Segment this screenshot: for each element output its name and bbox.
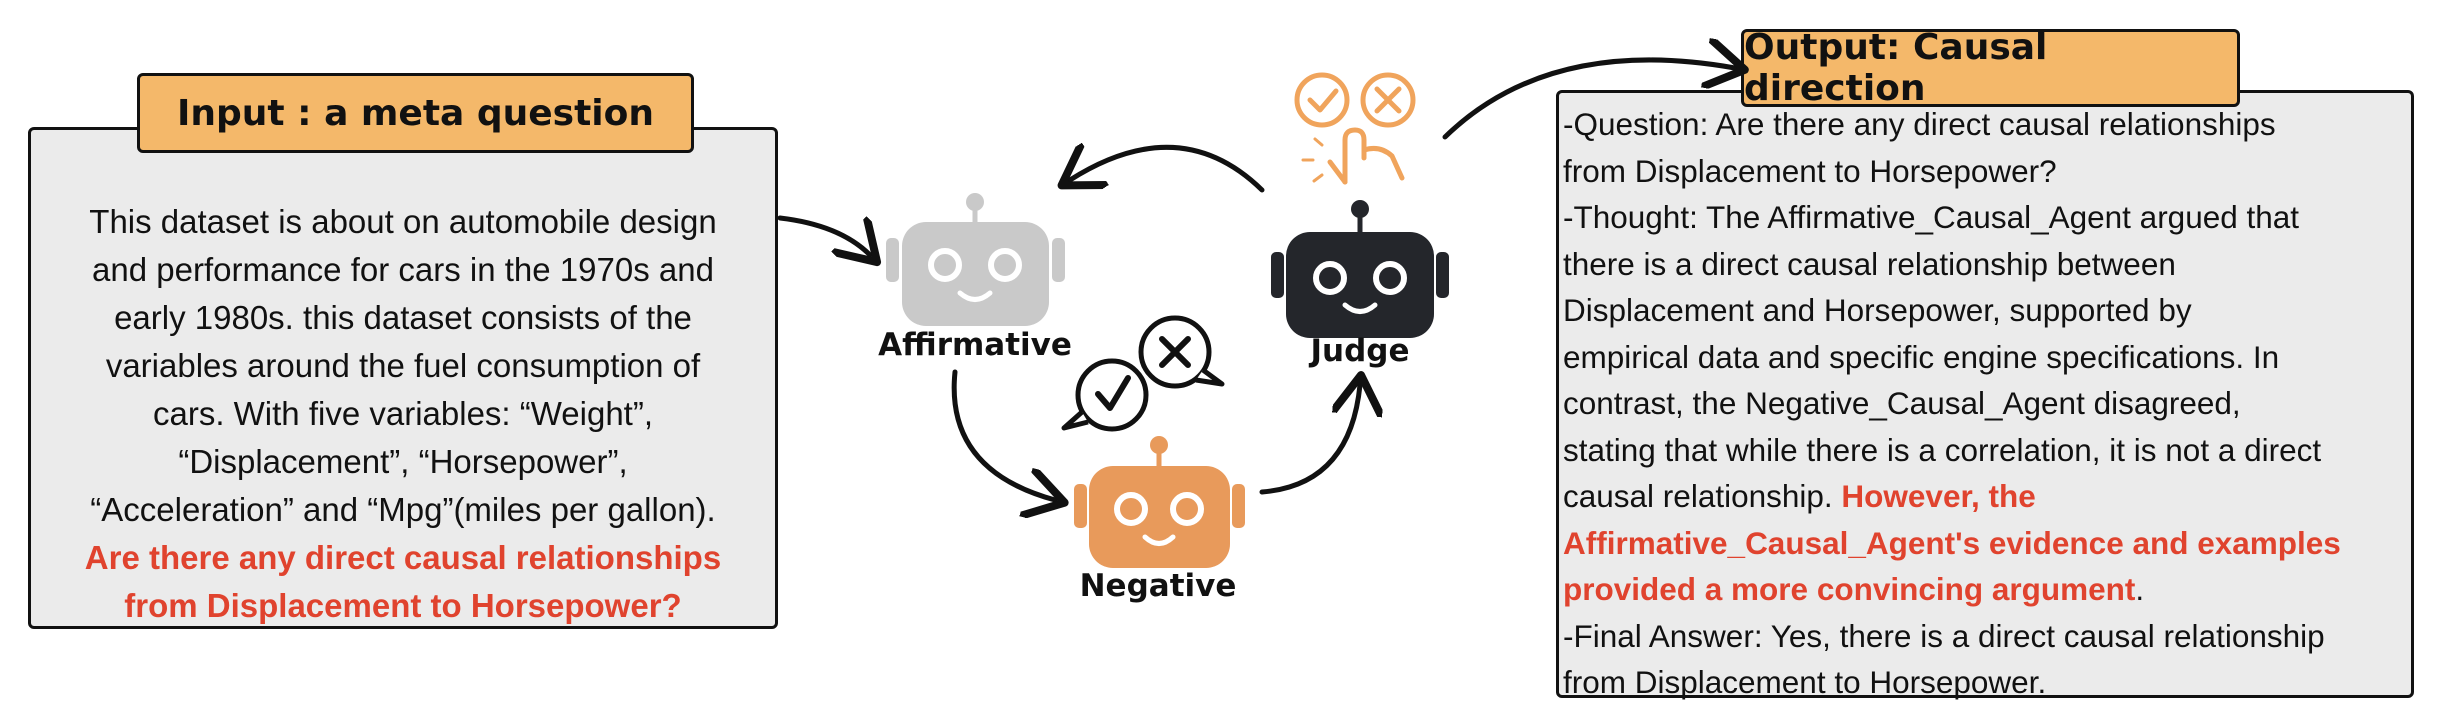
output-line: -Question: Are there any direct causal r… bbox=[1563, 106, 2276, 142]
output-final-line: -Final Answer: Yes, there is a direct ca… bbox=[1563, 617, 2325, 654]
check-mark-icon bbox=[1061, 358, 1149, 432]
output-line: stating that while there is a correlatio… bbox=[1563, 431, 2322, 468]
input-line: and performance for cars in the 1970s an… bbox=[92, 251, 714, 288]
judge-to-affirmative-arrow bbox=[1070, 147, 1265, 193]
input-line: early 1980s. this dataset consists of th… bbox=[114, 299, 692, 336]
affirmative-to-negative-arrow bbox=[951, 369, 1055, 500]
input-title: Input : a meta question bbox=[137, 73, 694, 153]
approve-reject-hand-icon bbox=[1294, 72, 1416, 185]
output-line: from Displacement to Horsepower? bbox=[1563, 152, 2057, 189]
negative-robot-icon bbox=[1074, 436, 1245, 568]
output-line-suffix: . bbox=[2135, 571, 2145, 607]
negative-label: Negative bbox=[1079, 568, 1237, 604]
output-line: Displacement and Horsepower, supported b… bbox=[1563, 292, 2192, 328]
output-line: -Thought: The Affirmative_Causal_Agent a… bbox=[1563, 199, 2300, 235]
judge-robot-icon bbox=[1271, 200, 1449, 338]
input-question-line: from Displacement to Horsepower? bbox=[124, 587, 682, 624]
affirmative-label: Affirmative bbox=[878, 327, 1072, 363]
output-line: provided a more convincing argument. bbox=[1563, 566, 2413, 613]
output-highlight: provided a more convincing argument bbox=[1563, 571, 2136, 607]
input-to-affirmative-arrow bbox=[777, 215, 870, 255]
input-panel: This dataset is about on automobile desi… bbox=[28, 127, 778, 629]
output-line: contrast, the Negative_Causal_Agent disa… bbox=[1563, 385, 2241, 421]
input-text: This dataset is about on automobile desi… bbox=[31, 198, 775, 630]
output-highlight-line: Affirmative_Causal_Agent's evidence and … bbox=[1563, 524, 2341, 561]
input-line: cars. With five variables: “Weight”, bbox=[152, 395, 654, 432]
output-final-line: from Displacement to Horsepower. bbox=[1563, 664, 2047, 700]
output-title: Output: Causal direction bbox=[1741, 27, 2240, 109]
output-line: empirical data and specific engine speci… bbox=[1563, 338, 2280, 375]
output-text: -Question: Are there any direct causal r… bbox=[1563, 101, 2413, 706]
affirmative-robot-icon bbox=[886, 193, 1065, 326]
output-highlight: However, the bbox=[1841, 478, 2036, 514]
cross-mark-icon bbox=[1138, 315, 1225, 389]
output-line: causal relationship. However, the bbox=[1563, 473, 2413, 520]
input-line: “Acceleration” and “Mpg”(miles per gallo… bbox=[90, 491, 716, 528]
output-panel: -Question: Are there any direct causal r… bbox=[1556, 90, 2414, 700]
input-line: This dataset is about on automobile desi… bbox=[89, 203, 717, 240]
output-line: there is a direct causal relationship be… bbox=[1563, 245, 2176, 282]
output-line-prefix: causal relationship. bbox=[1563, 478, 1842, 514]
judge-label: Judge bbox=[1310, 333, 1410, 369]
input-line: variables around the fuel consumption of bbox=[105, 347, 701, 384]
negative-to-judge-arrow bbox=[1259, 385, 1360, 495]
input-question-line: Are there any direct causal relationship… bbox=[84, 539, 722, 576]
input-line: “Displacement”, “Horsepower”, bbox=[178, 443, 628, 480]
judge-to-output-arrow bbox=[1442, 60, 1735, 140]
